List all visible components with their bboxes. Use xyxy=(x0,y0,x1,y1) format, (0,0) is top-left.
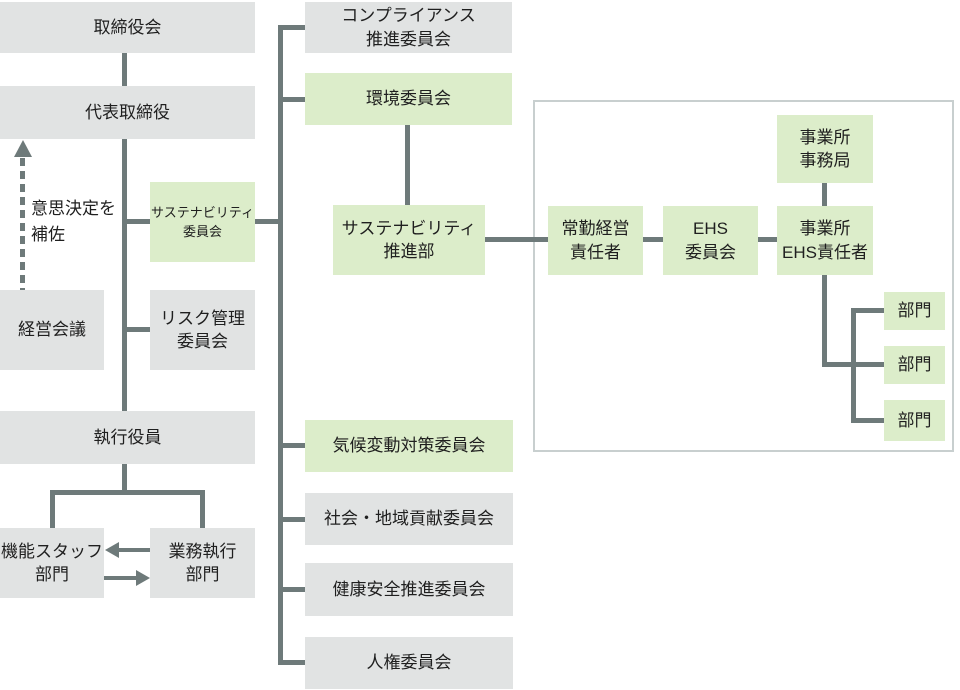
dashed-arrow-decision-support xyxy=(20,158,25,290)
connector-dept-to-fulltime-officer xyxy=(485,237,548,242)
stub-social-community xyxy=(278,517,305,522)
stub-compliance xyxy=(278,25,305,30)
box-office-ehs-manager: 事業所 EHS責任者 xyxy=(777,206,873,275)
box-fulltime-management-officer: 常勤経営 責任者 xyxy=(548,206,643,275)
connector-executive-split-bar xyxy=(50,490,205,495)
left-arrow-icon xyxy=(105,542,119,558)
box-representative-director: 代表取締役 xyxy=(0,86,255,139)
stub-health-safety xyxy=(278,587,305,592)
ehs-structure-panel xyxy=(533,100,954,452)
stub-human-rights xyxy=(278,660,305,665)
stub-environment xyxy=(278,97,305,102)
box-management-meeting: 経営会議 xyxy=(0,290,104,370)
connector-secretariat-to-manager xyxy=(822,183,827,206)
box-environment-committee: 環境委員会 xyxy=(305,73,512,125)
box-sustainability-promotion-dept: サステナビリティ 推進部 xyxy=(333,205,485,275)
note-decision-support: 意思決定を 補佐 xyxy=(31,199,116,244)
box-board-of-directors: 取締役会 xyxy=(0,2,255,53)
box-risk-management-committee: リスク管理 委員会 xyxy=(150,290,255,370)
up-arrow-icon xyxy=(14,140,32,157)
connector-risk-management xyxy=(122,327,150,332)
connector-to-department-3 xyxy=(851,418,884,423)
connector-fulltime-to-ehs xyxy=(643,237,663,242)
connector-board-to-representative xyxy=(122,53,127,86)
arrow-staff-to-business-shaft xyxy=(104,576,137,580)
box-department-2: 部門 xyxy=(884,346,945,384)
box-department-1: 部門 xyxy=(884,292,945,330)
box-department-3: 部門 xyxy=(884,400,945,441)
box-sustainability-committee: サステナビリティ 委員会 xyxy=(150,182,255,262)
arrow-business-to-staff-shaft xyxy=(117,548,150,552)
connector-executive-down xyxy=(122,464,127,495)
box-compliance-promotion-committee: コンプライアンス 推進委員会 xyxy=(305,2,512,53)
connector-to-business-execution xyxy=(200,490,205,528)
connector-manager-down xyxy=(822,275,827,367)
connector-to-functional-staff xyxy=(50,490,55,528)
box-climate-change-committee: 気候変動対策委員会 xyxy=(305,420,513,472)
box-social-community-committee: 社会・地域貢献委員会 xyxy=(305,493,513,545)
connector-representative-to-executive xyxy=(122,139,127,412)
box-office-secretariat: 事業所 事務局 xyxy=(777,115,873,183)
connector-departments-rail xyxy=(851,308,856,423)
box-ehs-committee: EHS 委員会 xyxy=(663,206,758,275)
spine-committees xyxy=(278,25,283,665)
box-health-safety-committee: 健康安全推進委員会 xyxy=(305,563,513,616)
right-arrow-icon xyxy=(136,570,150,586)
connector-ehs-to-office-manager xyxy=(758,237,777,242)
box-human-rights-committee: 人権委員会 xyxy=(305,637,513,689)
connector-to-department-1 xyxy=(851,308,884,313)
box-executive-officers: 執行役員 xyxy=(0,411,255,464)
connector-environment-to-dept xyxy=(405,125,410,205)
box-business-execution-division: 業務執行 部門 xyxy=(150,528,255,598)
stub-climate-change xyxy=(278,443,305,448)
box-functional-staff-division: 機能スタッフ 部門 xyxy=(0,528,104,598)
